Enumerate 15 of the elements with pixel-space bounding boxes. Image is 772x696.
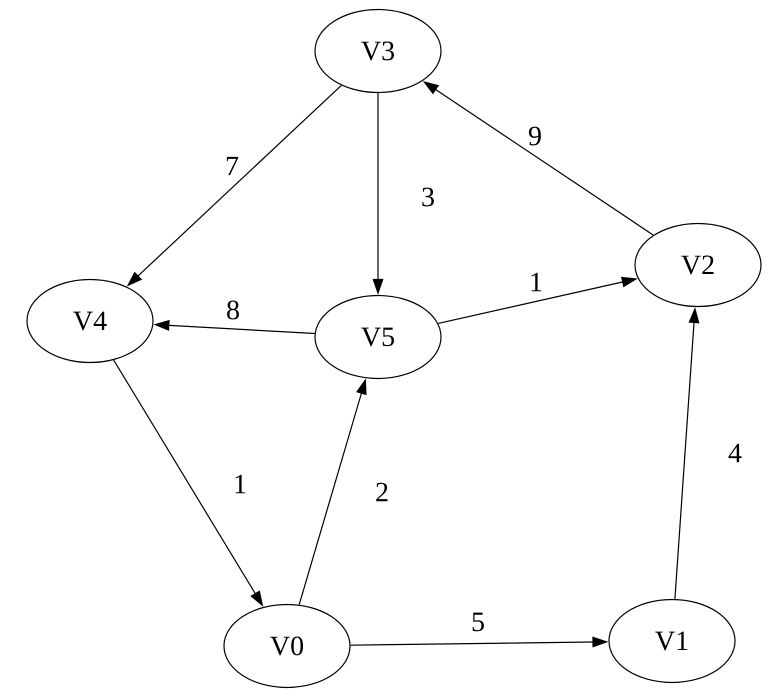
ellipse-node: V5 (314, 294, 442, 380)
edge-label: 2 (376, 482, 388, 502)
ellipse-node: V0 (223, 604, 351, 688)
ellipse-node: V4 (26, 278, 154, 364)
ellipse-node: V3 (314, 8, 442, 94)
ellipse-node: V2 (634, 222, 762, 308)
edge-label: 8 (227, 300, 239, 320)
edge-label: 3 (422, 188, 434, 206)
edge-label: 1 (531, 272, 542, 292)
ellipse-node: V1 (608, 598, 736, 684)
edge-label: 7 (226, 156, 238, 176)
edge-label: 9 (528, 126, 541, 146)
edge-label: 4 (728, 444, 742, 462)
edge-label: 5 (472, 612, 484, 632)
edge-label: 1 (235, 474, 246, 494)
